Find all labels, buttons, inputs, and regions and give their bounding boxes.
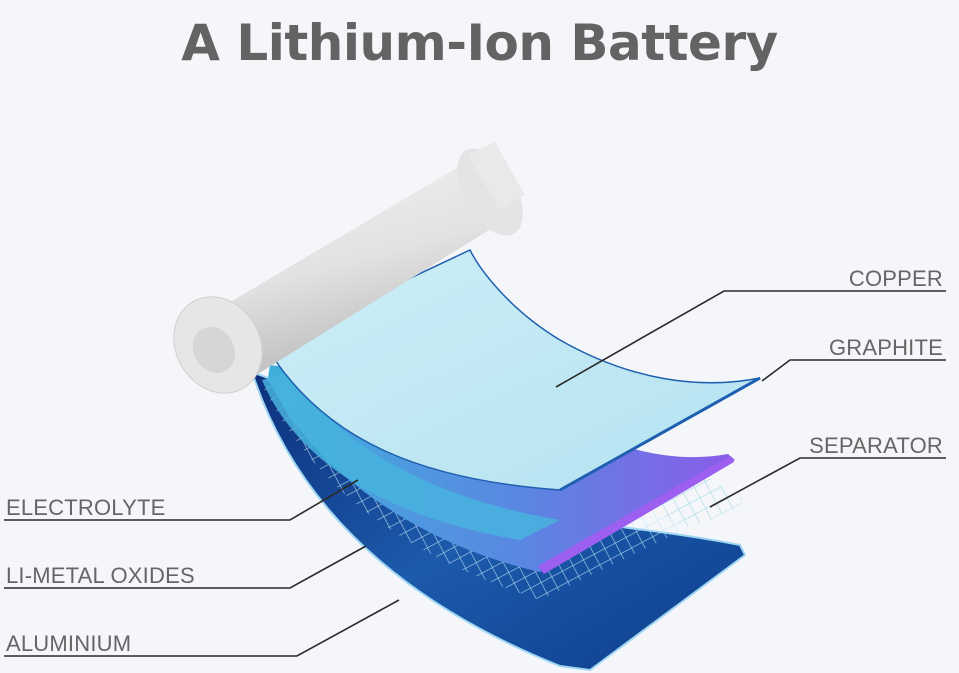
leader-graphite [761, 359, 946, 382]
label-aluminium: ALUMINIUM [6, 631, 132, 656]
separator-edge [538, 456, 734, 574]
label-separator: SEPARATOR [809, 433, 943, 458]
leader-copper [555, 290, 946, 388]
roller-core [173, 142, 525, 394]
copper-graphite-layer [274, 249, 761, 492]
leader-li-metal-oxides [4, 545, 367, 589]
label-electrolyte: ELECTROLYTE [6, 495, 166, 520]
electrolyte-layer [262, 372, 560, 540]
leader-electrolyte [4, 479, 359, 521]
leader-lines [4, 290, 946, 657]
label-copper: COPPER [848, 266, 943, 291]
label-li-metal-oxides: LI-METAL OXIDES [6, 563, 195, 588]
leader-aluminium [4, 599, 400, 657]
label-graphite: GRAPHITE [828, 335, 943, 360]
separator-mesh [640, 475, 745, 528]
diagram-title: A Lithium-Ion Battery [181, 14, 778, 72]
leader-separator [709, 457, 946, 508]
